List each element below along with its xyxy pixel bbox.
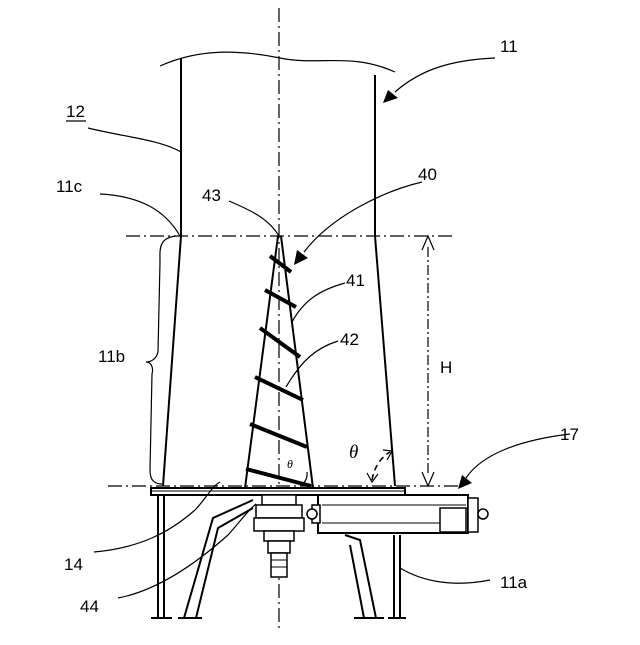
- break-line: [160, 52, 395, 72]
- label-theta: θ: [349, 442, 358, 463]
- height-arrow-bottom: [422, 472, 434, 486]
- leader-40-arrow: [294, 250, 308, 265]
- label-44: 44: [80, 597, 99, 616]
- label-12: 12: [66, 102, 85, 121]
- leader-11: [395, 58, 495, 92]
- leader-17-arrow: [458, 475, 472, 489]
- label-H: H: [440, 358, 452, 377]
- leader-41: [292, 283, 345, 322]
- label-11c: 11c: [56, 177, 83, 196]
- label-43: 43: [202, 186, 221, 205]
- leader-17: [466, 434, 570, 478]
- drive-hub: [254, 495, 304, 577]
- label-17: 17: [560, 425, 579, 444]
- hopper-left-wall-lower: [163, 236, 181, 486]
- wall-angle-arc: [372, 452, 390, 480]
- leader-11c: [100, 194, 180, 236]
- label-11a: 11a: [500, 573, 528, 592]
- leader-11a: [400, 568, 490, 583]
- wall-angle-arrow-2: [383, 450, 392, 460]
- screw-conveyor: [307, 495, 488, 533]
- label-11: 11: [500, 37, 518, 56]
- label-42: 42: [340, 330, 359, 349]
- label-41: 41: [346, 271, 365, 290]
- label-40: 40: [418, 165, 437, 184]
- label-14: 14: [64, 555, 83, 574]
- label-11b: 11b: [98, 347, 125, 366]
- leader-42: [286, 341, 338, 387]
- leader-12: [88, 128, 181, 152]
- label-theta-small: θ: [287, 457, 293, 471]
- leader-43: [229, 201, 279, 236]
- leader-40: [304, 182, 422, 252]
- hopper-right-wall-lower: [375, 236, 395, 486]
